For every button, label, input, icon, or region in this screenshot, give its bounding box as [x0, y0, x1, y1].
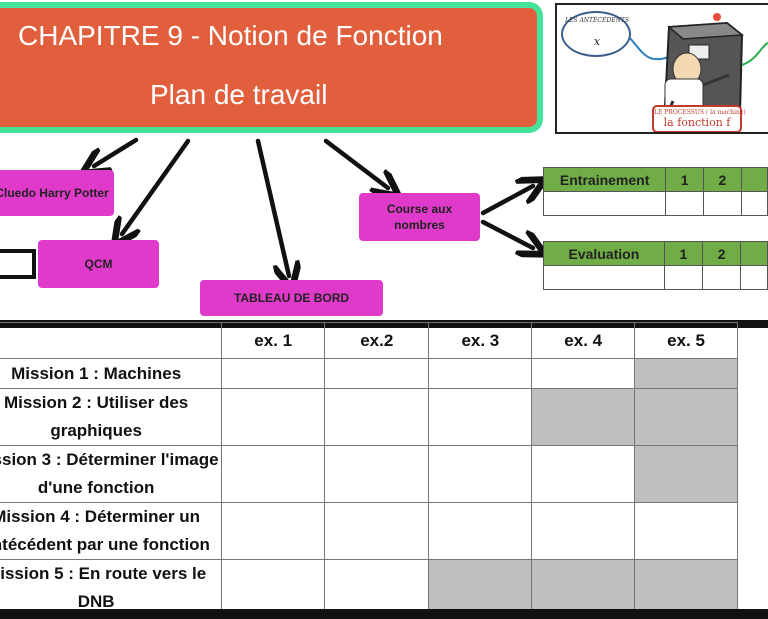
function-label-box: LE PROCESSUS ( la machine) la fonction f: [652, 105, 746, 132]
progress-cell[interactable]: [221, 559, 326, 617]
entrainement-header: Entrainement: [542, 167, 667, 192]
entrainement-col-2: 2: [703, 167, 742, 192]
entrainement-cell[interactable]: [740, 191, 768, 216]
tableau-de-bord-button[interactable]: TABLEAU DE BORD: [200, 280, 383, 316]
disabled-cell: [428, 559, 533, 617]
mission-row: Mission 2 : Utiliser des graphiques: [0, 388, 738, 446]
header-ex-3: ex. 3: [428, 322, 533, 359]
mission-label: Mission 4 : Déterminer un antécédent par…: [0, 502, 223, 560]
arrow-to-entrainement: [480, 186, 533, 216]
disabled-cell: [634, 445, 738, 503]
progress-cell[interactable]: [531, 502, 636, 560]
header-corner: [0, 322, 223, 359]
mission-row: Mission 5 : En route vers le DNB: [0, 559, 738, 617]
progress-cell[interactable]: [428, 358, 533, 389]
progress-cell[interactable]: [634, 502, 738, 560]
header-ex-4: ex. 4: [531, 322, 636, 359]
entrainement-cell[interactable]: [703, 191, 742, 216]
entrainement-cell[interactable]: [542, 191, 667, 216]
header-ex-2: ex.2: [324, 322, 430, 359]
arrow-to-cluedo: [94, 137, 139, 166]
plan-subtitle: Plan de travail: [150, 79, 328, 110]
evaluation-header: Evaluation: [543, 241, 665, 266]
mission-label: Mission 5 : En route vers le DNB: [0, 559, 223, 617]
disabled-cell: [531, 388, 636, 446]
evaluation-col-2: 2: [702, 241, 742, 266]
arrow-to-qcm: [122, 138, 191, 234]
progress-cell[interactable]: [221, 445, 326, 503]
progress-cell[interactable]: [221, 502, 326, 560]
mission-row: Mission 1 : Machines: [0, 358, 738, 389]
progress-cell[interactable]: [324, 559, 430, 617]
disabled-cell: [634, 358, 738, 389]
course-aux-nombres-button[interactable]: Course aux nombres: [359, 193, 480, 241]
mission-label: Mission 1 : Machines: [0, 358, 223, 389]
progress-cell[interactable]: [531, 358, 636, 389]
progress-cell[interactable]: [221, 358, 326, 389]
chapter-title: CHAPITRE 9 - Notion de Fonction: [18, 20, 443, 51]
progress-cell[interactable]: [324, 502, 430, 560]
evaluation-cell[interactable]: [543, 265, 665, 290]
mission-label: Mission 3 : Déterminer l'image d'une fon…: [0, 445, 223, 503]
progress-cell[interactable]: [324, 388, 430, 446]
evaluation-table: Evaluation 1 2: [543, 241, 768, 290]
progress-cell[interactable]: [428, 388, 533, 446]
mission-row: Mission 4 : Déterminer un antécédent par…: [0, 502, 738, 560]
entrainement-table: Entrainement 1 2: [542, 167, 768, 216]
disabled-cell: [634, 559, 738, 617]
evaluation-col-1: 1: [663, 241, 704, 266]
progress-cell[interactable]: [531, 445, 636, 503]
header-ex-5: ex. 5: [634, 322, 738, 359]
evaluation-col-3: [740, 241, 768, 266]
title-banner: [0, 2, 543, 133]
evaluation-cell[interactable]: [663, 265, 704, 290]
mission-label: Mission 2 : Utiliser des graphiques: [0, 388, 223, 446]
antecedents-variable: x: [593, 35, 601, 48]
cluedo-button[interactable]: Cluedo Harry Potter: [0, 170, 114, 216]
evaluation-cell[interactable]: [740, 265, 768, 290]
arrow-to-evaluation: [480, 219, 533, 248]
progress-cell[interactable]: [324, 445, 430, 503]
qcm-button[interactable]: QCM: [38, 240, 159, 288]
progress-cell[interactable]: [324, 358, 430, 389]
disabled-cell: [531, 559, 636, 617]
progress-cell[interactable]: [221, 388, 326, 446]
antecedents-label: LES ANTÉCÉDENTS: [565, 17, 629, 24]
antecedents-bubble: LES ANTÉCÉDENTS x: [561, 11, 631, 57]
process-label: LE PROCESSUS ( la machine): [654, 109, 746, 116]
header-ex-1: ex. 1: [221, 322, 326, 359]
mission-row: Mission 3 : Déterminer l'image d'une fon…: [0, 445, 738, 503]
disabled-cell: [634, 388, 738, 446]
cropped-box: [0, 249, 36, 279]
progress-cell[interactable]: [428, 445, 533, 503]
entrainement-col-1: 1: [665, 167, 704, 192]
flow-arrows: [0, 137, 768, 330]
table-bottom-border: [0, 609, 768, 619]
function-machine-illustration: LES ANTÉCÉDENTS x LE PROCESSUS ( la mach…: [555, 3, 768, 134]
arrow-to-course: [323, 138, 388, 188]
progress-cell[interactable]: [428, 502, 533, 560]
function-label: la fonction f: [663, 116, 731, 129]
entrainement-cell[interactable]: [665, 191, 704, 216]
entrainement-col-3: [740, 167, 768, 192]
evaluation-cell[interactable]: [702, 265, 742, 290]
arrow-to-tableau: [255, 138, 289, 276]
